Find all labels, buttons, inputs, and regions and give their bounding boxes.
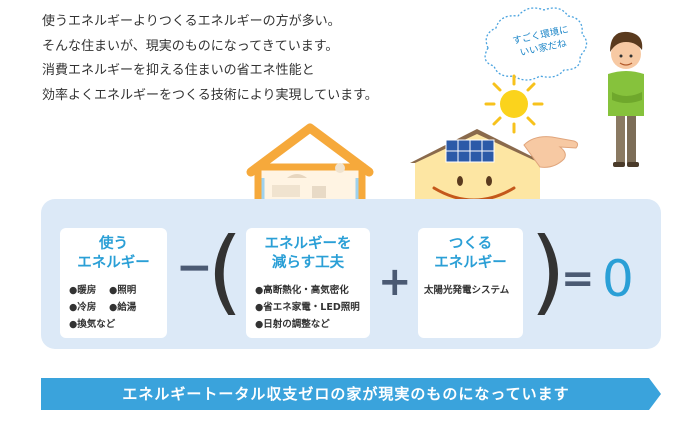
intro-line-4: 効率よくエネルギーをつくる技術により実現しています。 (42, 87, 378, 103)
zero-result: 0 (602, 250, 634, 308)
use-energy-card: 使う エネルギー ●暖房 ●照明 ●冷房 ●給湯 ●換気など (60, 228, 167, 338)
open-parenthesis: ( (207, 218, 243, 325)
create-energy-card: つくる エネルギー 太陽光発電システム (418, 228, 523, 338)
minus-sign: − (176, 242, 213, 293)
reduce-item-sunlight: ●日射の調整など (255, 319, 330, 330)
reduce-energy-card: エネルギーを 減らす工夫 ●高断熱化・高気密化 ●省エネ家電・LED照明 ●日射… (246, 228, 370, 338)
use-energy-title-line-2: エネルギー (77, 255, 150, 271)
use-item-hot-water: ●給湯 (109, 302, 137, 313)
intro-line-1: 使うエネルギーよりつくるエネルギーの方が多い。 (42, 14, 341, 29)
reduce-energy-title-line-2: 減らす工夫 (271, 255, 345, 271)
create-energy-title-line-1: つくる (448, 236, 493, 252)
reduce-item-insulation: ●高断熱化・高気密化 (255, 285, 349, 296)
use-item-heating: ●暖房 (69, 285, 97, 296)
intro-line-2: そんな住まいが、現実のものになってきています。 (42, 38, 339, 54)
create-energy-title: つくる エネルギー (418, 235, 523, 273)
intro-line-3: 消費エネルギーを抑える住まいの省エネ性能と (42, 63, 315, 78)
summary-banner: エネルギートータル収支ゼロの家が現実のものになっています (41, 378, 661, 410)
equals-sign: = (561, 256, 595, 302)
speech-bubble-text: すごく環境に いい家だね (503, 22, 581, 63)
use-item-lighting: ●照明 (109, 285, 137, 296)
create-item-solar: 太陽光発電システム (424, 285, 510, 296)
reduce-item-appliances: ●省エネ家電・LED照明 (255, 302, 360, 313)
reduce-energy-title: エネルギーを 減らす工夫 (246, 235, 370, 273)
plus-sign: + (378, 259, 412, 305)
use-item-ventilation: ●換気など (69, 319, 116, 330)
use-energy-title: 使う エネルギー (60, 235, 167, 273)
use-item-cooling: ●冷房 (69, 302, 97, 313)
sun-icon (484, 74, 544, 134)
use-energy-title-line-1: 使う (99, 236, 128, 252)
reduce-energy-title-line-1: エネルギーを (264, 236, 352, 252)
banner-text: エネルギートータル収支ゼロの家が現実のものになっています (122, 385, 570, 403)
banner-arrow-shape (41, 378, 661, 410)
intro-text: 使うエネルギーよりつくるエネルギーの方が多い。 そんな住まいが、現実のものになっ… (42, 10, 422, 108)
man-illustration (608, 31, 644, 167)
create-energy-title-line-2: エネルギー (434, 255, 507, 271)
close-parenthesis: ) (530, 218, 566, 325)
